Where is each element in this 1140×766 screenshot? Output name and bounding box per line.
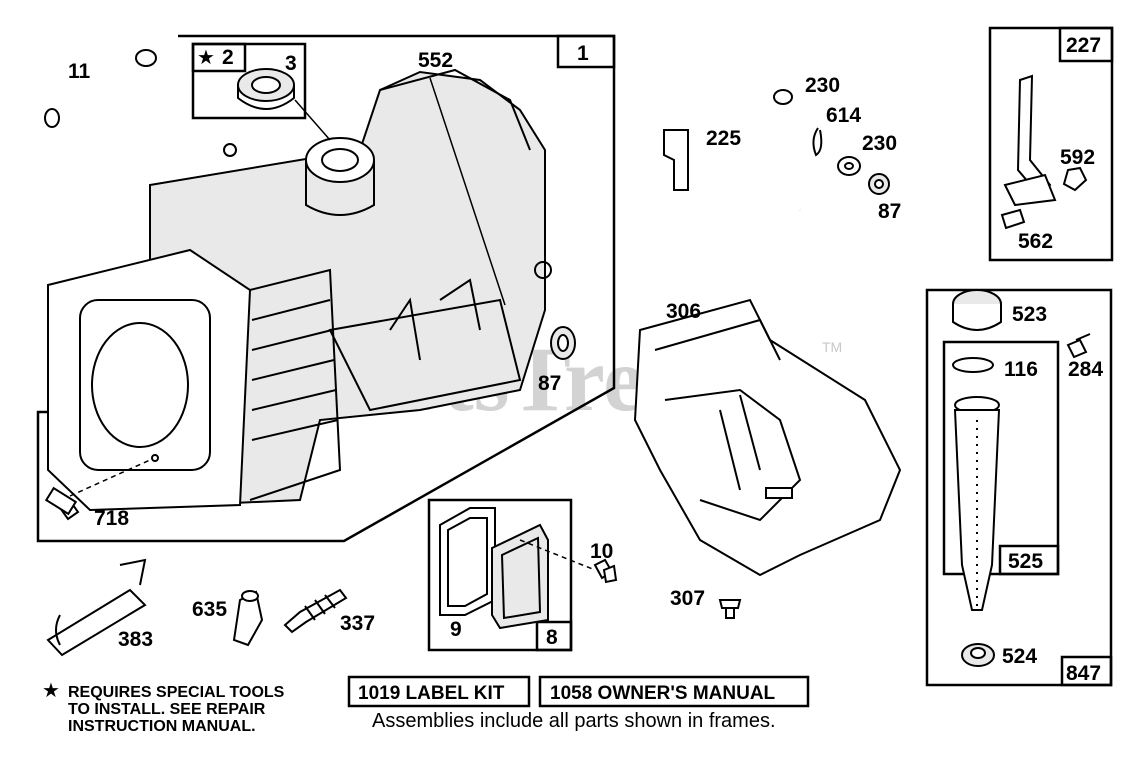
- washer-icon: [550, 326, 576, 360]
- callout-307: 307: [670, 587, 705, 610]
- callout-562: 562: [1018, 230, 1053, 253]
- assemblies-footer-note: Assemblies include all parts shown in fr…: [372, 710, 776, 732]
- callout-552: 552: [418, 49, 453, 72]
- screw-284-icon: [1066, 333, 1091, 359]
- callout-718: 718: [94, 507, 129, 530]
- callout-592: 592: [1060, 146, 1095, 169]
- spark-plug-wrench-icon: [46, 558, 147, 657]
- frame-2-label-box: [191, 42, 247, 73]
- callout-11: 11: [68, 60, 91, 83]
- frame-227-lever-box: [988, 26, 1114, 262]
- spark-plug-icon: [283, 588, 348, 634]
- callout-10: 10: [590, 540, 613, 563]
- callout-635: 635: [192, 598, 227, 621]
- callout-2: 2: [222, 46, 234, 69]
- callout-87: 87: [538, 372, 561, 395]
- callout-614: 614: [826, 104, 861, 127]
- cylinder-assembly-frame: [36, 34, 616, 543]
- callout-87: 87: [878, 200, 901, 223]
- frame-227-label-box: [1058, 26, 1114, 63]
- special-tools-note-line3: INSTRUCTION MANUAL.: [68, 718, 256, 735]
- star-icon: ★: [42, 678, 60, 702]
- callout-9: 9: [450, 618, 462, 641]
- label-kit-text: 1019 LABEL KIT: [358, 683, 505, 704]
- frame-847-dipstick-box: [925, 288, 1113, 687]
- callout-847: 847: [1066, 662, 1101, 685]
- frame-847-label-box: [1060, 655, 1113, 687]
- frame-8-label-box: [535, 620, 573, 652]
- callout-524: 524: [1002, 645, 1037, 668]
- callout-225: 225: [706, 127, 741, 150]
- dipstick-icon: [952, 289, 1002, 667]
- frame-2-seal-box: [191, 42, 307, 120]
- owners-manual-box: [538, 675, 810, 708]
- blower-housing-icon: [633, 298, 902, 577]
- star-icon: ★: [197, 45, 215, 69]
- spark-plug-boot-icon: [232, 590, 264, 647]
- dowel-pin-icon: [44, 459, 151, 521]
- screw-icon: [718, 599, 742, 619]
- governor-lever-icon: [1000, 74, 1088, 230]
- callout-116: 116: [1004, 358, 1038, 381]
- callout-523: 523: [1012, 303, 1047, 326]
- owners-manual-text: 1058 OWNER'S MANUAL: [550, 683, 776, 704]
- callout-337: 337: [340, 612, 375, 635]
- label-kit-box: [347, 675, 531, 708]
- callout-227: 227: [1066, 34, 1101, 57]
- callout-230: 230: [805, 74, 840, 97]
- callout-306: 306: [666, 300, 701, 323]
- special-tools-note-line1: REQUIRES SPECIAL TOOLS: [68, 684, 285, 701]
- cylinder-block-icon: [47, 68, 552, 512]
- callout-525: 525: [1008, 550, 1043, 573]
- frame-1-label-box: [556, 34, 616, 69]
- special-tools-note-line2: TO INSTALL. SEE REPAIR: [68, 701, 266, 718]
- callout-284: 284: [1068, 358, 1103, 381]
- breather-gasket-icon: [439, 507, 596, 630]
- callout-8: 8: [546, 626, 558, 649]
- frame-525-label-box: [998, 544, 1060, 576]
- screw-10-icon: [593, 558, 618, 584]
- breather-tube-icon: [44, 49, 157, 128]
- frame-8-breather-box: [427, 498, 573, 652]
- watermark-trademark: TM: [822, 339, 842, 355]
- callout-3: 3: [285, 52, 297, 75]
- governor-shaft-icon: [663, 89, 890, 212]
- oil-seal-icon: [237, 68, 295, 110]
- callout-1: 1: [577, 42, 589, 65]
- callout-383: 383: [118, 628, 153, 651]
- callout-230: 230: [862, 132, 897, 155]
